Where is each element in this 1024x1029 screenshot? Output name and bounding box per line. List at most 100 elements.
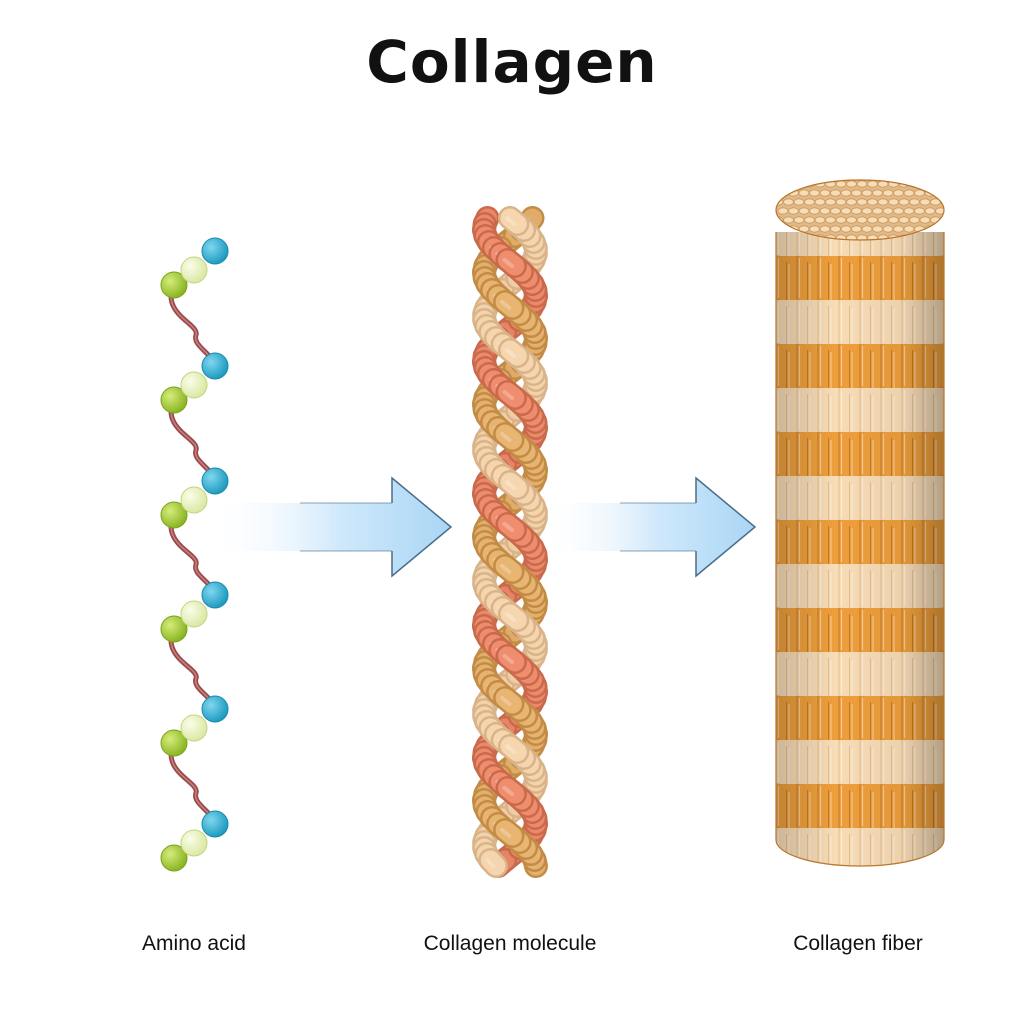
- fibril-end: [777, 225, 789, 233]
- fibril-end: [914, 189, 925, 197]
- amino-acid-blue: [201, 352, 229, 380]
- fibril-end: [835, 180, 847, 188]
- band-edge: [776, 916, 944, 921]
- fibril-end: [935, 207, 944, 215]
- label-amino-acid: Amino acid: [142, 932, 246, 955]
- helix-strand-body: [495, 424, 522, 450]
- fibril-end: [819, 225, 831, 233]
- fibril-end: [835, 198, 847, 206]
- fibril-end: [830, 189, 841, 197]
- amino-acid-pale: [180, 371, 208, 399]
- fibril-end: [903, 207, 915, 215]
- fibril-end: [819, 189, 831, 197]
- helix-strand-body: [495, 292, 522, 318]
- amino-acid-blue: [201, 581, 229, 609]
- fibril-end: [840, 189, 852, 197]
- fibril-end: [788, 207, 799, 215]
- helix-strand-body: [495, 556, 522, 582]
- helix-strand-body: [500, 604, 527, 630]
- amino-acid-blue: [201, 467, 229, 495]
- fibril-end: [867, 180, 878, 188]
- fibril-end: [851, 189, 862, 197]
- fibril-end: [946, 190, 956, 196]
- fibril-end: [867, 216, 878, 224]
- collagen-fiber-bundle: [775, 179, 956, 921]
- fibril-end: [804, 198, 815, 206]
- fibril-end: [846, 198, 857, 206]
- fiber-body: [776, 232, 944, 921]
- fibril-end: [830, 207, 841, 215]
- helix-strand-highlight: [502, 786, 514, 796]
- fibril-end: [846, 180, 857, 188]
- arrow-to-molecule: [205, 476, 453, 578]
- helix-strand-body: [498, 646, 525, 672]
- helix-strand-body: [495, 820, 522, 846]
- helix-strand-highlight: [505, 480, 517, 490]
- helix-strand-body: [495, 688, 522, 714]
- helix-strand-highlight: [502, 522, 514, 532]
- fibril-end: [840, 207, 852, 215]
- fibril-end: [867, 198, 878, 206]
- fibril-end: [809, 189, 820, 197]
- fibril-end: [919, 216, 931, 224]
- fibril-end: [825, 216, 836, 224]
- fibril-end: [809, 225, 820, 233]
- helix-strand-highlight: [502, 258, 514, 268]
- helix-strand-highlight: [505, 348, 517, 358]
- helix-strand-body: [498, 514, 525, 540]
- arrow-to-fiber: [540, 476, 757, 578]
- amino-acid-blue: [201, 695, 229, 723]
- helix-strand-body: [500, 736, 527, 762]
- fibril-end: [814, 198, 826, 206]
- fibril-end: [804, 216, 815, 224]
- fibril-end: [872, 189, 883, 197]
- helix-strand-body: [500, 472, 527, 498]
- fibril-end: [776, 180, 784, 188]
- collagen-triple-helix: [472, 206, 548, 878]
- fibril-end: [877, 198, 889, 206]
- amino-acid-pale: [180, 829, 208, 857]
- amino-acid-green: [160, 386, 188, 414]
- fibril-end: [840, 225, 852, 233]
- fibril-end: [930, 180, 941, 188]
- fibril-end: [793, 180, 805, 188]
- amino-acid-chain: [160, 237, 229, 872]
- fibril-end: [861, 225, 873, 233]
- helix-strand-highlight: [500, 300, 512, 310]
- fiber-band: [776, 872, 944, 917]
- fibril-end: [935, 225, 944, 233]
- fibril-end: [888, 216, 899, 224]
- fibril-end: [856, 198, 868, 206]
- fibril-end: [909, 198, 920, 206]
- label-collagen-molecule: Collagen molecule: [423, 932, 597, 955]
- band-edge: [776, 872, 944, 877]
- helix-strand-highlight: [500, 696, 512, 706]
- helix-strand-body: [498, 778, 525, 804]
- fibril-end: [861, 189, 873, 197]
- amino-acid-green: [160, 501, 188, 529]
- fibril-end: [872, 225, 883, 233]
- amino-acid-pale: [180, 486, 208, 514]
- helix-strand-highlight: [505, 216, 517, 226]
- fibril-end: [893, 225, 904, 233]
- fibril-end: [793, 198, 805, 206]
- fibril-end: [783, 180, 794, 188]
- fibril-end: [872, 207, 883, 215]
- fibril-end: [783, 198, 794, 206]
- helix-strand-highlight: [505, 612, 517, 622]
- fiber-top-rim: [775, 179, 945, 241]
- fibril-end: [882, 189, 894, 197]
- fibril-end: [940, 180, 944, 188]
- amino-acid-pale: [180, 256, 208, 284]
- helix-strand-highlight: [500, 432, 512, 442]
- fibril-end: [777, 207, 789, 215]
- amino-acid-green: [160, 729, 188, 757]
- fibril-end: [898, 198, 910, 206]
- fibril-end: [793, 216, 805, 224]
- label-collagen-fiber: Collagen fiber: [793, 932, 923, 955]
- fibril-end: [903, 225, 915, 233]
- fibril-end: [914, 207, 925, 215]
- helix-strand-body: [498, 250, 525, 276]
- helix-strand-body: [480, 850, 506, 876]
